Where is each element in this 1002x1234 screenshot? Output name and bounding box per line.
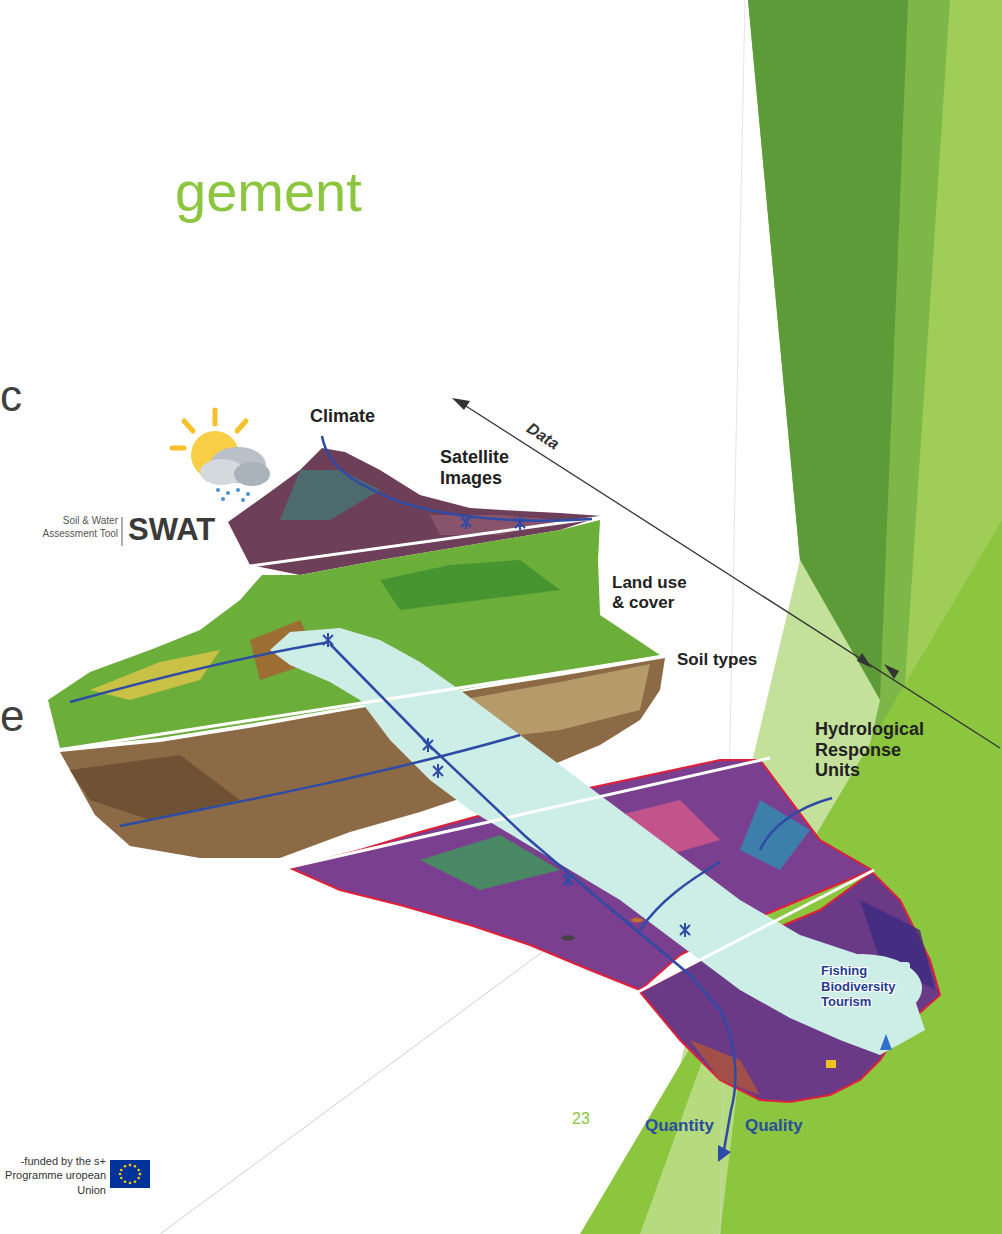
layer-label-holder: Hydrological Response Units [815,719,943,781]
logo-wordmark: SWAT [128,511,215,548]
lake-uses-label-holder: Fishing Biodiversity Tourism [818,962,910,1011]
layer-label: Satellite Images [440,447,532,488]
funding-note: -funded by the s+ Programme uropean Unio… [4,1154,106,1197]
weather-icon [172,410,270,502]
output-label: Quantity [645,1116,714,1136]
slide-title: gement [175,158,362,225]
output-label-holder: Quantity [645,1116,714,1136]
layer-label-holder: Climate [310,406,375,428]
data-arrow [452,398,1000,748]
cropped-bullet-text: e [0,690,24,743]
logo-subtitle: Soil & Water Assessment Tool [18,515,118,540]
page-number-holder: 23 [572,1109,590,1128]
cropped-bullet-text: c [0,370,22,423]
lake-uses-label: Fishing Biodiversity Tourism [818,962,910,1011]
layer-label: Climate [310,406,375,428]
cropped-bullet-text-holder: e [0,690,24,743]
logo-separator [121,517,122,546]
eu-flag [110,1160,150,1188]
layer-label: Land use & cover [612,573,698,612]
output-label-holder: Quality [745,1116,803,1136]
page-number: 23 [572,1109,590,1128]
logo-wordmark-holder: SWAT [128,511,215,548]
output-label: Quality [745,1116,803,1136]
layer-label-holder: Soil types [677,650,757,670]
layer-label-holder: Land use & cover [612,573,698,612]
watershed-layers [48,436,940,1162]
logo-subtitle-holder: Soil & Water Assessment Tool [18,515,118,540]
funding-note-holder: -funded by the s+ Programme uropean Unio… [4,1154,106,1197]
slide-title-holder: gement [175,158,362,225]
layer-label: Hydrological Response Units [815,719,943,781]
layer-label: Soil types [677,650,757,670]
cropped-bullet-text-holder: c [0,370,22,423]
arrow-label-holder: Data [523,419,563,454]
arrow-label: Data [523,419,563,454]
layer-label-holder: Satellite Images [440,447,532,488]
